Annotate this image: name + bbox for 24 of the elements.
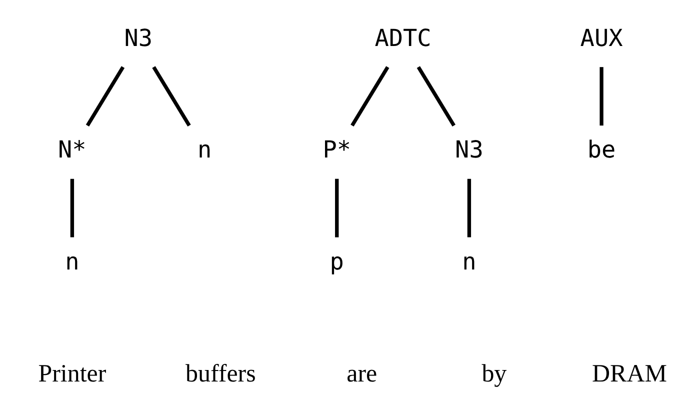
connector: [416, 66, 456, 126]
node-text: n: [64, 247, 79, 276]
node-text: ADTC: [374, 24, 431, 52]
connector: [599, 67, 603, 126]
node-text: n: [462, 247, 476, 276]
node-text: N3: [124, 24, 152, 52]
connector: [152, 66, 190, 126]
node-text: N3: [454, 136, 483, 164]
label: buffers: [185, 360, 256, 388]
connector: [85, 66, 124, 127]
label: Printer: [38, 360, 106, 388]
connector: [70, 178, 74, 238]
node-text: P*: [322, 136, 351, 164]
connector: [350, 66, 389, 127]
label: DRAM: [591, 360, 666, 388]
node-text: p: [329, 247, 344, 276]
node-text: N*: [58, 136, 86, 164]
connector: [466, 178, 471, 238]
node-text: be: [586, 136, 616, 164]
label: are: [346, 360, 377, 388]
node-text: AUX: [580, 24, 622, 52]
label: by: [481, 360, 506, 388]
node-text: n: [196, 136, 212, 164]
connector: [334, 178, 338, 238]
